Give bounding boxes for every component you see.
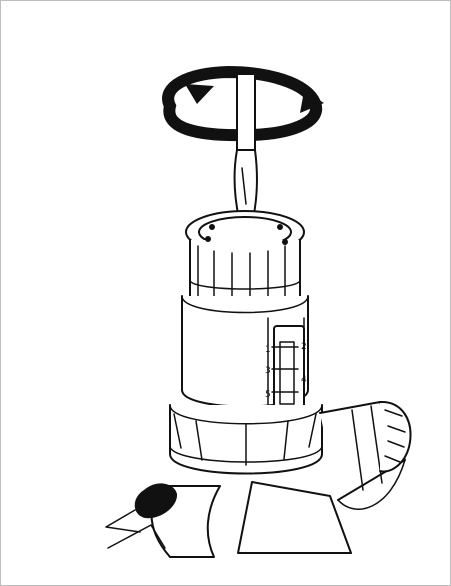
scale-mark-2: 2	[301, 342, 307, 352]
valve-coupling	[169, 404, 323, 475]
scale-mark-3: 3	[265, 366, 271, 376]
rotate-clockwise-arrow-icon	[162, 65, 324, 142]
side-outlet	[319, 400, 412, 510]
scale-mark-4: 4	[301, 375, 307, 385]
scale-mark-1: 1	[265, 345, 271, 355]
valve-housing	[105, 481, 352, 558]
scale-mark-5: 5	[265, 390, 271, 400]
adjustment-scale-window: 1 2 3 4 5	[265, 325, 307, 412]
